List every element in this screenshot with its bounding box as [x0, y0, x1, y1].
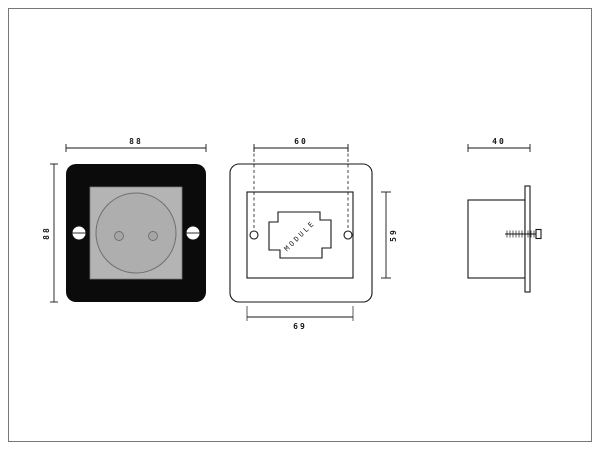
fixing-hole-right	[343, 230, 353, 240]
front-view: 88 88	[42, 137, 207, 303]
side-screw	[505, 228, 542, 240]
mounting-screw-left	[71, 225, 87, 241]
sheet-border	[8, 8, 592, 442]
screw-head-side	[535, 228, 542, 240]
side-box-body	[467, 199, 526, 279]
dim-label-front-width: 88	[129, 137, 143, 146]
side-faceplate	[524, 185, 531, 293]
dim-label-side-depth: 40	[492, 137, 506, 146]
socket-face-circle	[95, 192, 177, 274]
cutout-view: MODULE 60 59 69	[229, 137, 398, 331]
dim-label-aperture-height: 59	[389, 228, 398, 242]
mounting-screw-right	[185, 225, 201, 241]
dimension-front-width: 88	[65, 137, 207, 152]
side-view: 40	[467, 137, 542, 293]
dimension-fixing-centers: 60	[253, 137, 349, 230]
fixing-hole-left	[249, 230, 259, 240]
dim-label-front-height: 88	[42, 226, 51, 240]
dimension-side-depth: 40	[467, 137, 531, 152]
module-cutout	[268, 211, 332, 259]
dim-label-fixing-centers: 60	[294, 137, 308, 146]
screw-thread-hatching	[506, 230, 535, 238]
socket-pin-hole-left	[114, 231, 124, 241]
dimension-front-height: 88	[42, 163, 58, 303]
dimension-aperture-height: 59	[381, 191, 398, 279]
dimension-plate-width: 69	[246, 306, 354, 331]
dim-label-plate-width: 69	[293, 322, 307, 331]
socket-pin-hole-right	[148, 231, 158, 241]
